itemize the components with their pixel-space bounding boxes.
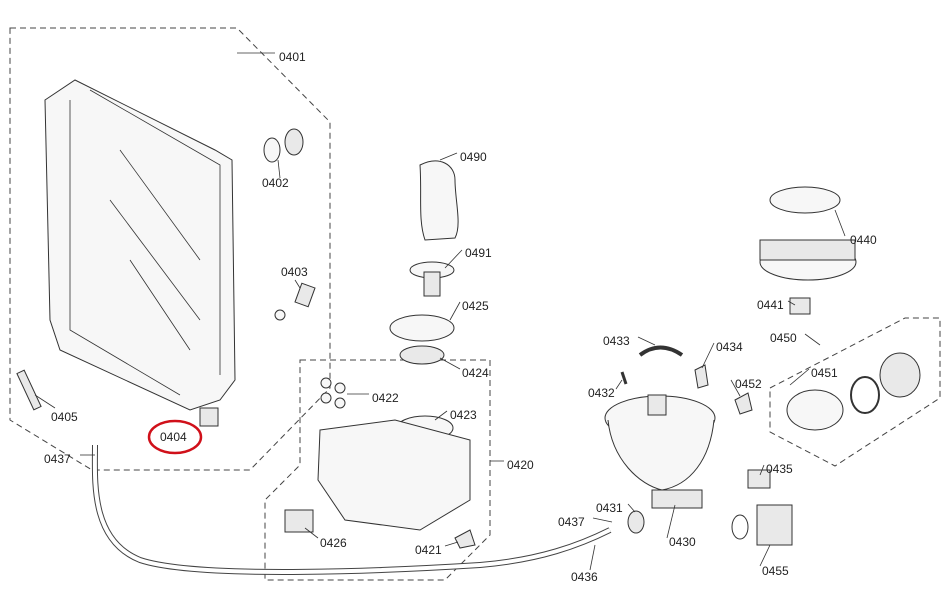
highlight-circle-0404 — [147, 419, 203, 455]
connector-0426[interactable] — [284, 509, 314, 533]
funnel-0490[interactable] — [419, 160, 459, 241]
seal-0455-ring[interactable] — [731, 514, 749, 540]
part-label-0426[interactable]: 0426 — [320, 536, 347, 550]
part-label-0432[interactable]: 0432 — [588, 386, 615, 400]
valve-0403[interactable] — [274, 282, 316, 321]
part-label-0405[interactable]: 0405 — [51, 410, 78, 424]
part-label-0441[interactable]: 0441 — [757, 298, 784, 312]
seal-ring-0402[interactable] — [263, 128, 304, 163]
part-label-0451[interactable]: 0451 — [811, 366, 838, 380]
drain-pump-0455[interactable] — [756, 504, 793, 546]
base-panel-0401[interactable] — [44, 79, 236, 411]
cap-0491[interactable] — [409, 261, 455, 297]
part-label-0436[interactable]: 0436 — [571, 570, 598, 584]
sensor-0441[interactable] — [789, 297, 811, 315]
cover-0425[interactable] — [389, 314, 455, 342]
sump-0430[interactable] — [604, 394, 716, 509]
leader-lines — [34, 52, 846, 571]
seals-0422[interactable] — [320, 377, 346, 409]
heat-pump-cover-0440[interactable] — [759, 186, 857, 281]
part-label-0490[interactable]: 0490 — [460, 150, 487, 164]
part-label-0491[interactable]: 0491 — [465, 246, 492, 260]
part-label-0440[interactable]: 0440 — [850, 233, 877, 247]
part-label-0455[interactable]: 0455 — [762, 564, 789, 578]
valve-0435[interactable] — [747, 469, 771, 489]
part-label-0435[interactable]: 0435 — [766, 462, 793, 476]
part-label-0452[interactable]: 0452 — [735, 377, 762, 391]
screw-0432[interactable] — [620, 371, 628, 385]
part-label-0450[interactable]: 0450 — [770, 331, 797, 345]
part-label-0423[interactable]: 0423 — [450, 408, 477, 422]
bracket-0434[interactable] — [694, 364, 709, 389]
arc-clip-0433[interactable] — [638, 345, 684, 357]
part-label-0404[interactable]: 0404 — [160, 430, 187, 444]
part-label-0434[interactable]: 0434 — [716, 340, 743, 354]
seal-0431[interactable] — [627, 510, 645, 534]
clip-0421[interactable] — [454, 529, 476, 549]
part-label-0430[interactable]: 0430 — [669, 535, 696, 549]
part-label-0433[interactable]: 0433 — [603, 334, 630, 348]
part-label-0425[interactable]: 0425 — [462, 299, 489, 313]
group-box-0401 — [9, 27, 331, 471]
clip-0405[interactable] — [16, 369, 42, 411]
part-label-0437-b[interactable]: 0437 — [558, 515, 585, 529]
group-box-0450 — [769, 317, 941, 467]
part-label-0431[interactable]: 0431 — [596, 501, 623, 515]
part-label-0424[interactable]: 0424 — [462, 366, 489, 380]
part-label-0402[interactable]: 0402 — [262, 176, 289, 190]
part-label-0437[interactable]: 0437 — [44, 452, 71, 466]
ring-0424[interactable] — [399, 345, 445, 365]
part-label-0421[interactable]: 0421 — [415, 543, 442, 557]
part-label-0401[interactable]: 0401 — [279, 50, 306, 64]
sensor-0404[interactable] — [199, 407, 219, 427]
part-label-0403[interactable]: 0403 — [281, 265, 308, 279]
part-label-0420[interactable]: 0420 — [507, 458, 534, 472]
water-softener-0420[interactable] — [317, 419, 471, 531]
pump-0451[interactable] — [786, 352, 921, 431]
part-label-0422[interactable]: 0422 — [372, 391, 399, 405]
clip-0452[interactable] — [734, 392, 753, 415]
